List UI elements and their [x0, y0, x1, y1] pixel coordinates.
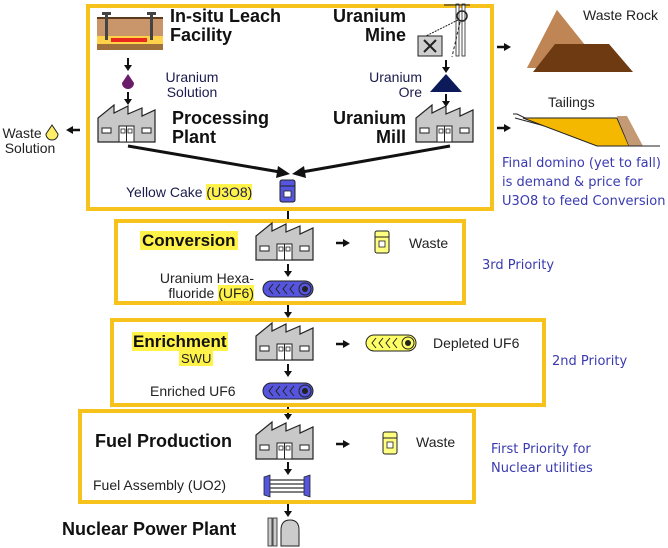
fuel-assembly-label: Fuel Assembly (UO2) — [93, 477, 227, 493]
enrichment-box — [110, 318, 546, 407]
uf6-cylinder-icon — [262, 280, 314, 298]
uranium-ore-label-1: Uranium — [369, 69, 422, 85]
isl-title-line2: Facility — [170, 25, 233, 45]
fuel-assembly-icon — [263, 474, 311, 498]
mine-title-line1: Uranium — [332, 6, 406, 26]
conversion-factory-icon — [255, 222, 314, 261]
arrow-down-icon — [283, 461, 293, 476]
uranium-solution-drop-icon — [122, 74, 134, 89]
uranium-solution-label-1: Uranium — [165, 69, 219, 85]
conversion-box — [114, 219, 466, 305]
tailings-dam-icon — [513, 113, 660, 147]
arrow-right-icon — [334, 438, 352, 450]
uf6-formula: (UF6) — [218, 285, 254, 301]
enrichment-priority-label: 2nd Priority — [552, 354, 628, 369]
depleted-uf6-cylinder-icon — [365, 334, 417, 352]
nuclear-reactor-icon — [267, 517, 300, 547]
yellow-cake-label: Yellow Cake — [126, 184, 207, 200]
conversion-waste-label: Waste — [409, 235, 449, 251]
arrow-down-icon — [283, 503, 293, 518]
yellow-cake-formula: (U3O8) — [206, 184, 253, 200]
waste-drum-icon — [382, 431, 398, 455]
uranium-solution-label-2: Solution — [166, 84, 218, 100]
uranium-ore-pile-icon — [430, 74, 462, 92]
final-domino-note-line3: U3O8 to feed Conversion — [502, 194, 666, 209]
depleted-uf6-label: Depleted UF6 — [433, 335, 520, 351]
mining-milling-box — [86, 4, 494, 211]
uf6-label-line1: Uranium Hexa- — [159, 270, 254, 286]
final-domino-note-line1: Final domino (yet to fall) — [502, 156, 661, 171]
fuel-priority-line1: First Priority for — [491, 442, 591, 457]
processing-plant-line2: Plant — [172, 127, 217, 147]
processing-plant-line1: Processing — [172, 108, 270, 128]
mine-title-line2: Mine — [364, 25, 406, 45]
uf6-label-line2: fluoride — [168, 285, 219, 301]
waste-rock-pile-icon — [527, 10, 633, 72]
arrow-left-icon — [64, 124, 82, 136]
tailings-label: Tailings — [548, 94, 595, 110]
enrichment-swu-label: SWU — [179, 351, 214, 366]
uranium-ore-label-2: Ore — [398, 84, 422, 100]
yellow-cake-drum-icon — [279, 179, 296, 203]
enriched-uf6-label: Enriched UF6 — [150, 383, 236, 399]
uranium-mill-line1: Uranium — [332, 108, 406, 128]
conversion-priority-label: 3rd Priority — [482, 258, 555, 273]
conversion-title: Conversion — [140, 231, 238, 250]
waste-drum-icon — [374, 230, 390, 254]
enrichment-factory-icon — [255, 322, 314, 361]
arrow-right-icon — [495, 41, 513, 53]
fuel-production-title: Fuel Production — [95, 431, 232, 451]
fuel-production-box — [78, 409, 476, 504]
arrow-right-icon — [334, 237, 352, 249]
arrow-right-icon — [334, 338, 352, 350]
waste-solution-label-2: Solution — [4, 140, 56, 156]
nuclear-power-plant-title: Nuclear Power Plant — [62, 519, 237, 539]
uranium-mill-line2: Mill — [376, 127, 406, 147]
final-domino-note-line2: is demand & price for — [502, 175, 643, 190]
waste-solution-drop-icon — [45, 124, 59, 141]
waste-solution-label-1: Waste — [2, 125, 42, 141]
waste-rock-label: Waste Rock — [583, 7, 658, 23]
enriched-uf6-cylinder-icon — [262, 382, 314, 400]
enrichment-title: Enrichment — [132, 332, 228, 351]
arrow-down-icon — [283, 363, 293, 378]
in-situ-leach-icon — [97, 12, 163, 50]
arrow-down-icon — [283, 263, 293, 278]
fuel-waste-label: Waste — [416, 434, 456, 450]
uranium-mine-icon — [417, 3, 470, 58]
isl-title-line1: In-situ Leach — [170, 6, 282, 26]
arrow-down-icon — [283, 304, 293, 319]
fuel-priority-line2: Nuclear utilities — [491, 461, 593, 476]
fuel-production-factory-icon — [255, 421, 314, 460]
